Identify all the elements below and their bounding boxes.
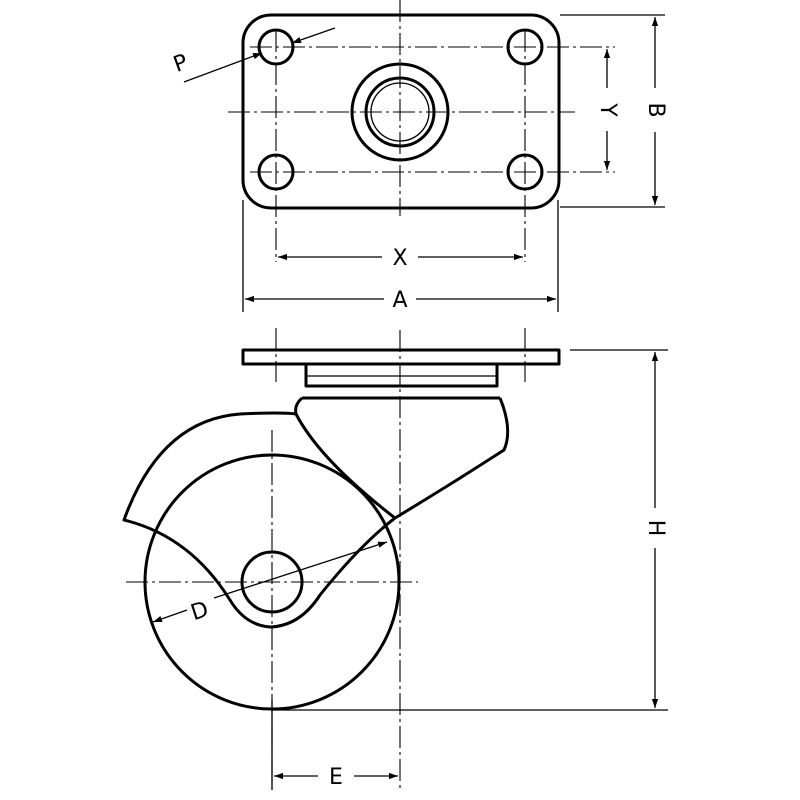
swivel-boss-outer [350,62,450,162]
bolt-hole-top-left [257,28,295,66]
axle-hub [240,550,304,614]
dim-p-leader [183,52,263,83]
top-view: P Y B X A [170,0,668,313]
dim-d-label: D [188,597,212,626]
dim-d-line-lower [152,609,188,623]
swivel-neck [304,364,499,388]
dim-h-label: H [643,520,668,537]
swivel-boss-core [370,82,430,142]
wheel-fork [122,396,510,629]
dim-a-label: A [392,288,407,313]
dim-d-line-upper [213,541,388,599]
bolt-hole-bottom-right [506,153,544,191]
dim-p-arrow-upper [291,27,336,44]
dim-e-label: E [329,765,343,790]
dim-x-label: X [392,246,407,271]
bolt-hole-top-right [506,28,544,66]
fork-crease [294,413,396,520]
dim-b-label: B [643,102,668,117]
side-view: H D E [122,328,668,790]
side-plate [241,348,561,366]
bolt-hole-bottom-left [257,153,295,191]
dim-p-label: P [170,50,191,78]
dim-y-label: Y [595,102,620,117]
swivel-boss-inner [364,76,436,148]
